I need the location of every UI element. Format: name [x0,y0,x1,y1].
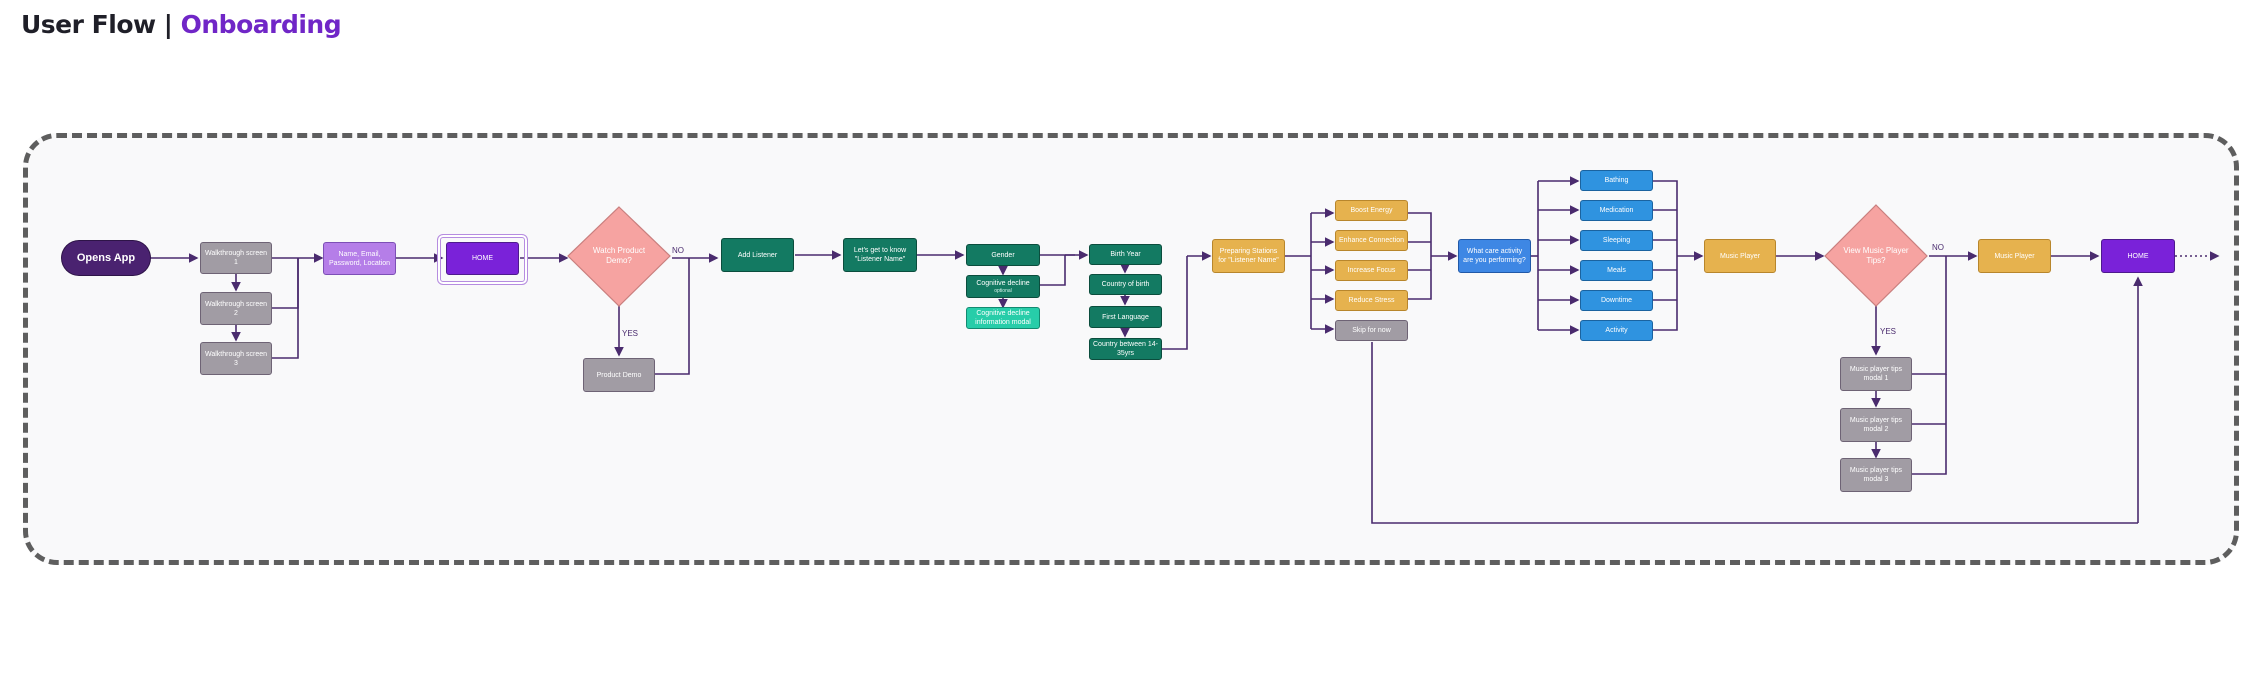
decision-demo-yes: YES [622,329,639,338]
country-of-birth-node: Country of birth [1089,274,1162,295]
add-listener-node: Add Listener [721,238,794,272]
activity-bathing: Bathing [1580,170,1653,191]
signup-node: Name, Email, Password, Location [323,242,396,275]
decision-tips-label: View Music Player Tips? [1843,246,1909,265]
walkthrough-screen-2: Walkthrough screen 2 [200,292,272,325]
walkthrough-screen-3: Walkthrough screen 3 [200,342,272,375]
activity-medication: Medication [1580,200,1653,221]
title-prefix: User Flow | [21,10,181,39]
activity-question-node: What care activity are you performing? [1458,239,1531,273]
birth-year-node: Birth Year [1089,244,1162,265]
decision-demo-diamond [567,206,671,307]
home-end-node: HOME [2101,239,2175,273]
country-between-node: Country between 14-35yrs [1089,338,1162,360]
cognitive-decline-node: Cognitive decline optional [966,275,1040,298]
music-player-node: Music Player [1704,239,1776,273]
decision-tips-diamond [1824,204,1928,307]
first-language-node: First Language [1089,306,1162,328]
walkthrough-screen-1: Walkthrough screen 1 [200,242,272,274]
music-player-node-2: Music Player [1978,239,2051,273]
title-accent: Onboarding [180,10,342,39]
tips-modal-2: Music player tips modal 2 [1840,408,1912,442]
product-demo-node: Product Demo [583,358,655,392]
get-to-know-node: Let's get to know "Listener Name" [843,238,917,272]
page-title: User Flow | Onboarding [21,10,342,39]
goal-reduce-stress: Reduce Stress [1335,290,1408,311]
activity-meals: Meals [1580,260,1653,281]
goal-skip-for-now: Skip for now [1335,320,1408,341]
decision-demo-no: NO [672,246,684,255]
decision-tips-no: NO [1932,243,1944,252]
cognitive-decline-label: Cognitive decline [976,280,1030,287]
goal-increase-focus: Increase Focus [1335,260,1408,281]
activity-downtime: Downtime [1580,290,1653,311]
goal-boost-energy: Boost Energy [1335,200,1408,221]
preparing-stations-node: Preparing Stations for "Listener Name" [1212,239,1285,273]
tips-modal-1: Music player tips modal 1 [1840,357,1912,391]
cognitive-decline-optional: optional [994,288,1012,294]
tips-modal-3: Music player tips modal 3 [1840,458,1912,492]
start-node: Opens App [62,241,150,275]
decision-demo-label: Watch Product Demo? [592,246,646,265]
decision-tips-yes: YES [1880,327,1897,336]
home-highlight [437,234,528,285]
gender-node: Gender [966,244,1040,266]
goal-enhance-connection: Enhance Connection [1335,230,1408,251]
activity-activity: Activity [1580,320,1653,341]
home-node: HOME [446,242,519,275]
activity-sleeping: Sleeping [1580,230,1653,251]
cognitive-info-node: Cognitive decline information modal [966,307,1040,329]
